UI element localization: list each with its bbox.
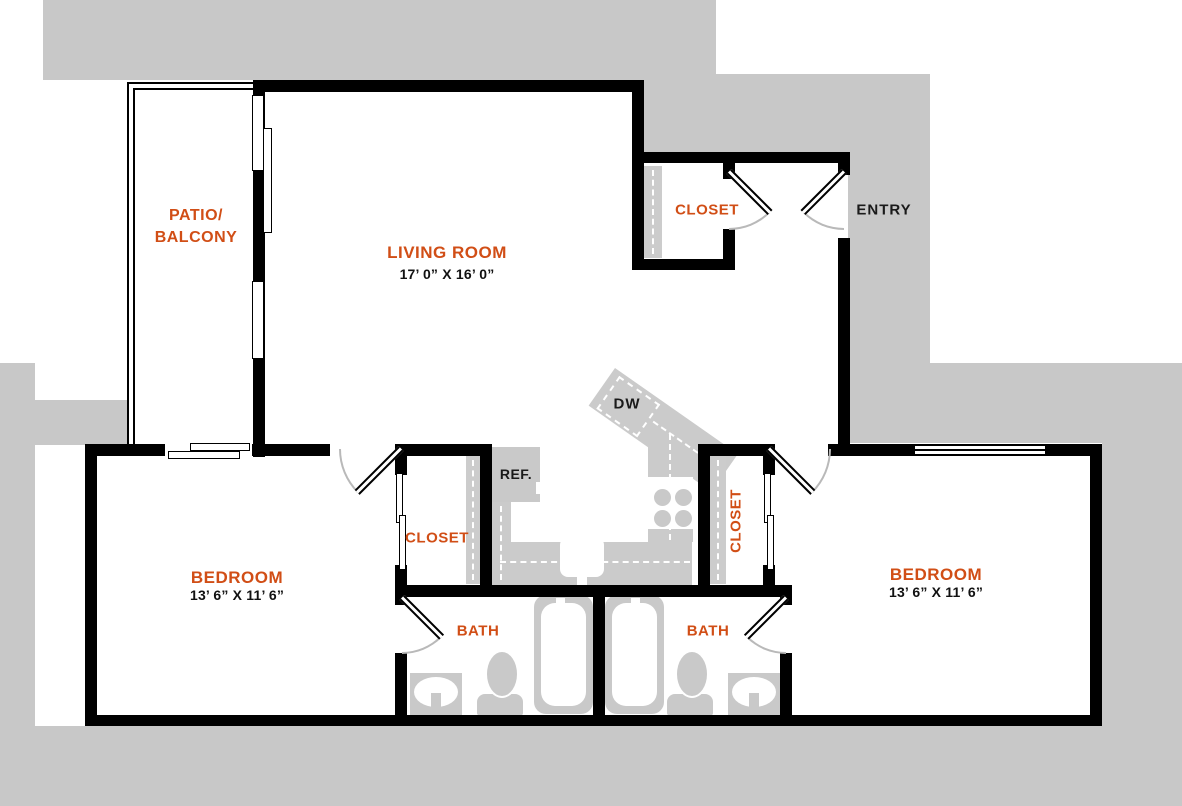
dishwasher-label: DW: [613, 395, 641, 413]
site-gray-left-notch: [0, 400, 129, 445]
wall-bath-left-west: [395, 653, 407, 717]
bathtub-left-faucet: [556, 598, 565, 618]
wall-entry-top: [632, 152, 850, 163]
wall-closet-left-top: [395, 444, 492, 456]
wall-closet-right-stub-bottom: [763, 565, 775, 597]
stove-burner-2: [675, 489, 692, 506]
stove-burner-3: [654, 510, 671, 527]
window-bedroom-left-pane-2: [168, 451, 240, 459]
closet-right-door-panel-2: [767, 515, 774, 570]
wall-living-top: [253, 80, 643, 92]
entry-label: ENTRY: [856, 201, 912, 219]
wall-kitchen-west: [480, 444, 492, 597]
wall-entry-closet-bottom: [632, 259, 735, 270]
window-bedroom-left-pane-1: [190, 443, 250, 451]
wall-bath-divider: [593, 585, 605, 726]
living-room-label: LIVING ROOM: [387, 243, 507, 262]
closet-right-shelf-rod: [717, 460, 719, 580]
bedroom-left-dims: 13’ 6” X 11’ 6”: [189, 587, 285, 603]
wall-closet-left-stub-top: [395, 456, 407, 475]
wall-entry-closet-west: [632, 80, 644, 270]
wall-entry-east: [838, 238, 850, 456]
closet-left-door-panel-2: [399, 515, 406, 570]
bath-right-label: BATH: [686, 622, 730, 640]
patio-door-pane-2: [263, 128, 272, 233]
patio-window-pane: [252, 281, 264, 359]
wall-closet-right-west: [698, 444, 710, 597]
bedroom-right-dims: 13’ 6” X 11’ 6”: [888, 584, 984, 600]
closet-entry-shelf-rod: [652, 170, 654, 254]
wall-bedroom-right-east: [1090, 444, 1102, 726]
refrigerator-label: REF.: [499, 466, 533, 482]
closet-entry-label: CLOSET: [675, 201, 739, 219]
wall-living-west: [253, 80, 265, 457]
stove-burner-1: [654, 489, 671, 506]
patio-label-line2: BALCONY: [154, 229, 238, 246]
closet-left-shelf-rod: [472, 460, 474, 580]
wall-closet-right-stub-top: [763, 456, 775, 475]
patio-label-line1: PATIO/: [169, 207, 223, 224]
patio-railing-left-outer: [127, 82, 129, 445]
patio-railing-top-outer: [127, 82, 253, 84]
bathtub-right-faucet: [631, 598, 640, 618]
bathtub-left-interior: [541, 603, 586, 706]
bedroom-right-label: BEDROOM: [889, 565, 983, 584]
patio-railing-top-inner: [133, 88, 253, 90]
stove-burner-4: [675, 510, 692, 527]
toilet-right-base: [667, 694, 713, 716]
wall-bath-right-east: [780, 653, 792, 717]
site-gray-bottom-band: [0, 726, 1182, 806]
wall-closet-right-top: [698, 444, 775, 456]
site-gray-entry-band: [643, 74, 930, 152]
patio-label: PATIO/ BALCONY: [155, 205, 238, 249]
vanity-left-faucet: [431, 693, 441, 716]
living-room-dims: 17’ 0” X 16’ 0”: [399, 266, 495, 282]
refrigerator: [492, 447, 540, 502]
counter-centerline-left: [500, 506, 502, 580]
site-gray-entry-corridor: [848, 152, 930, 363]
kitchen-sink-faucet: [577, 573, 587, 586]
site-gray-top: [43, 0, 716, 80]
closet-right-label: CLOSET: [727, 489, 745, 553]
toilet-left-bowl: [485, 650, 519, 698]
vanity-right-faucet: [749, 693, 759, 716]
refrigerator-handle: [536, 482, 541, 494]
closet-left-label: CLOSET: [405, 529, 469, 547]
kitchen-sink: [560, 537, 604, 577]
wall-bedroom-left-west: [85, 444, 97, 726]
bathtub-right-interior: [612, 603, 657, 706]
site-gray-right-upper: [848, 363, 1182, 443]
toilet-left-base: [477, 694, 523, 716]
bath-left-label: BATH: [456, 622, 500, 640]
bedroom-left-label: BEDROOM: [190, 568, 284, 587]
patio-railing-left-inner: [133, 88, 135, 445]
toilet-right-bowl: [675, 650, 709, 698]
window-bedroom-right-mullion: [915, 449, 1045, 451]
